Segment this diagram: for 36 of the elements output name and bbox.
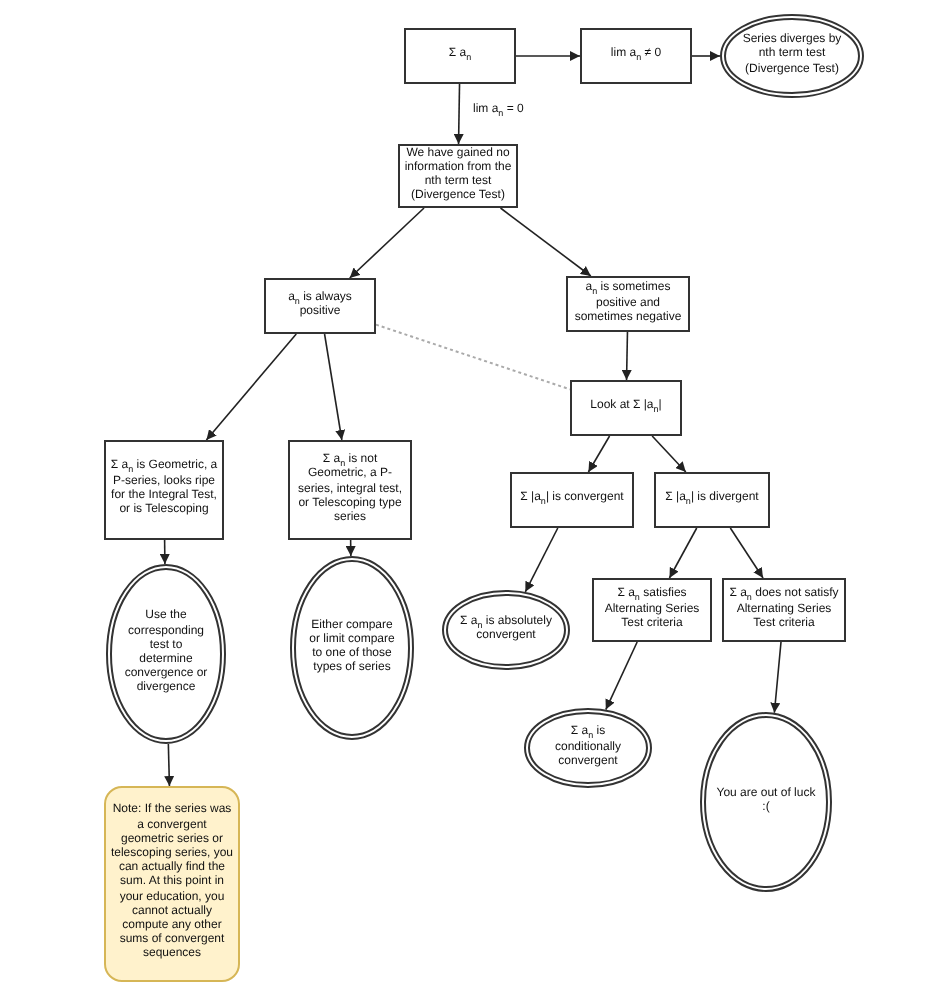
terminal-ellipse	[700, 712, 832, 892]
arrow	[651, 435, 687, 473]
terminal-ellipse	[106, 564, 226, 744]
process-box	[592, 578, 712, 642]
arrow	[164, 743, 175, 787]
process-box	[510, 472, 634, 528]
arrow	[159, 539, 170, 565]
arrow	[587, 435, 611, 473]
arrow	[345, 539, 356, 557]
arrow	[729, 527, 764, 579]
process-box	[570, 380, 682, 436]
process-box	[404, 28, 516, 84]
process-box	[580, 28, 692, 84]
process-box	[288, 440, 412, 540]
arrow	[691, 51, 721, 61]
arrow	[515, 51, 581, 61]
arrow	[453, 83, 464, 145]
process-box	[722, 578, 846, 642]
arrow	[668, 527, 698, 579]
terminal-ellipse	[524, 708, 652, 788]
arrow	[323, 333, 346, 441]
terminal-ellipse	[720, 14, 864, 98]
arrow	[770, 641, 782, 714]
terminal-ellipse	[290, 556, 414, 740]
arrow	[621, 331, 632, 381]
process-box	[654, 472, 770, 528]
note-card	[104, 786, 240, 982]
arrow	[524, 527, 559, 593]
process-box	[264, 278, 376, 334]
arrow	[205, 333, 298, 441]
arrow	[499, 207, 592, 277]
arrow	[605, 641, 638, 711]
process-box	[104, 440, 224, 540]
connector-line	[375, 323, 571, 391]
arrow	[348, 207, 425, 279]
terminal-ellipse	[442, 590, 570, 670]
